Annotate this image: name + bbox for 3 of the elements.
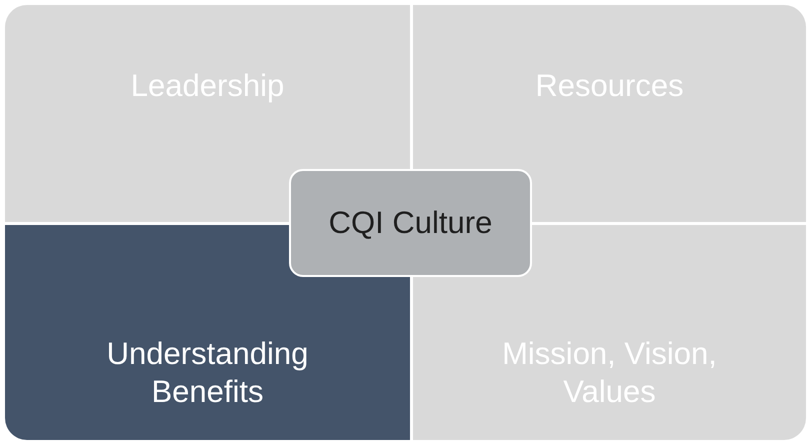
node-label: CQI Culture	[328, 204, 494, 242]
center-box	[289, 169, 532, 277]
node-label: Understanding Benefits	[106, 334, 310, 412]
